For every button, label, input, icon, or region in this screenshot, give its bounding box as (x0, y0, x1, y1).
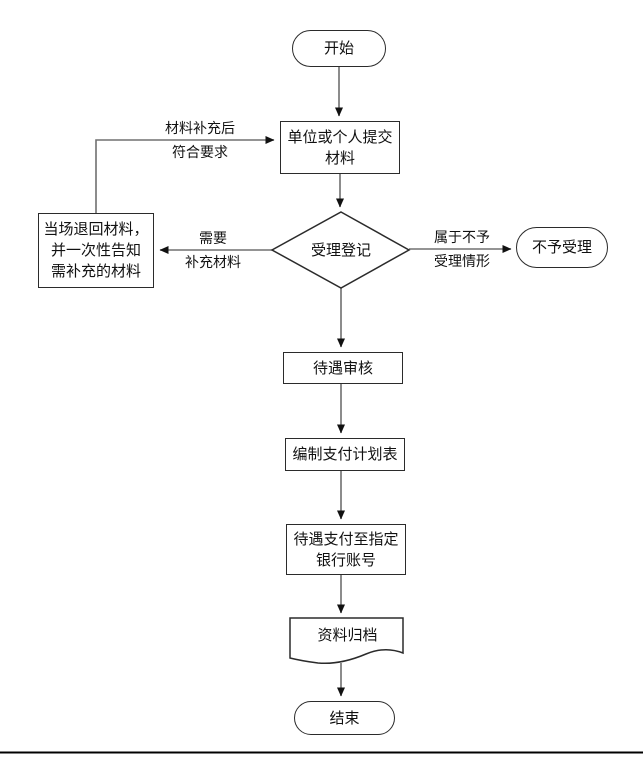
payment-plan-node: 编制支付计划表 (285, 438, 405, 471)
acceptance-decision-label: 受理登记 (310, 241, 371, 259)
arrow-return-to-submit (95, 136, 275, 213)
edge-label-not-acceptable-case: 属于不予 受理情形 (434, 229, 490, 269)
edge-label-resubmit-after-supplement: 材料补充后 符合要求 (165, 120, 235, 160)
payment-to-bank-node: 待遇支付至指定 银行账号 (286, 524, 406, 575)
return-materials-node: 当场退回材料， 并一次性告知 需补充的材料 (38, 213, 154, 288)
archive-document-shape (289, 617, 404, 665)
submit-materials-node: 单位或个人提交 材料 (280, 121, 400, 174)
benefit-review-node: 待遇审核 (283, 352, 403, 384)
edge-label-need-supplement: 需要 补充材料 (185, 230, 241, 270)
decision-diamond-shape (270, 211, 411, 289)
end-node: 结束 (294, 701, 395, 735)
reject-node: 不予受理 (516, 227, 608, 268)
start-node: 开始 (292, 30, 386, 67)
archive-node-label: 资料归档 (317, 626, 378, 644)
